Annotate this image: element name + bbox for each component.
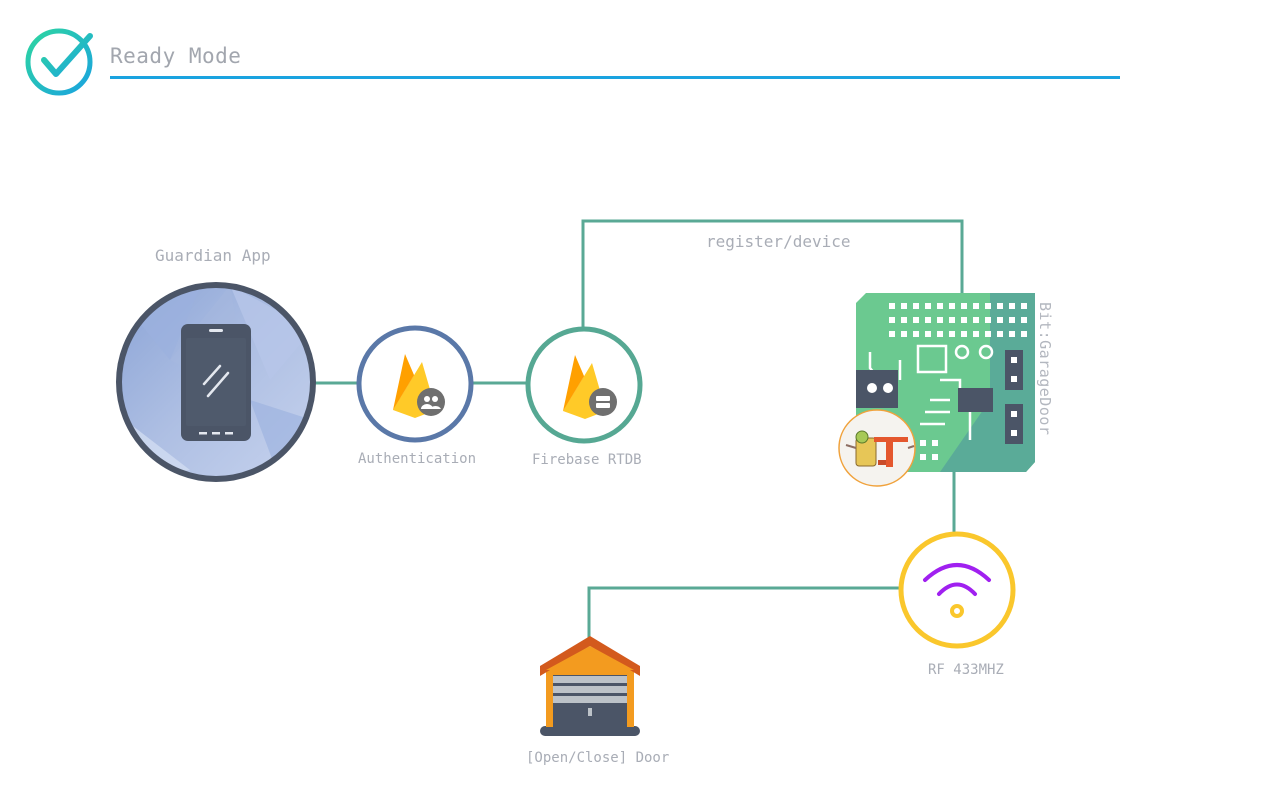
connector-rf-door	[587, 586, 900, 640]
smartphone-icon	[181, 324, 251, 441]
wifi-signal-icon	[923, 563, 991, 618]
bit-logo-icon	[838, 409, 916, 487]
authentication-label: Authentication	[358, 451, 477, 467]
door-label: [Open/Close] Door	[526, 750, 670, 766]
authentication-node	[356, 325, 474, 443]
register-device-label: register/device	[706, 232, 851, 251]
firebase-database-icon	[563, 355, 617, 419]
header-divider	[110, 76, 1120, 79]
garage-icon	[540, 636, 640, 736]
firebase-rtdb-node	[525, 326, 643, 444]
guardian-app-label: Guardian App	[155, 246, 271, 265]
guardian-app-node	[116, 282, 316, 482]
connector-rtdb-board	[581, 219, 964, 327]
rf-node	[898, 531, 1016, 649]
connector-lines	[313, 219, 964, 640]
rf-label: RF 433MHZ	[928, 662, 1004, 678]
board-label: Bit:GarageDoor	[1036, 302, 1054, 436]
firebase-auth-icon	[393, 354, 445, 418]
page-title: Ready Mode	[110, 44, 242, 68]
check-circle-icon	[25, 28, 93, 96]
firebase-rtdb-label: Firebase RTDB	[532, 452, 642, 468]
